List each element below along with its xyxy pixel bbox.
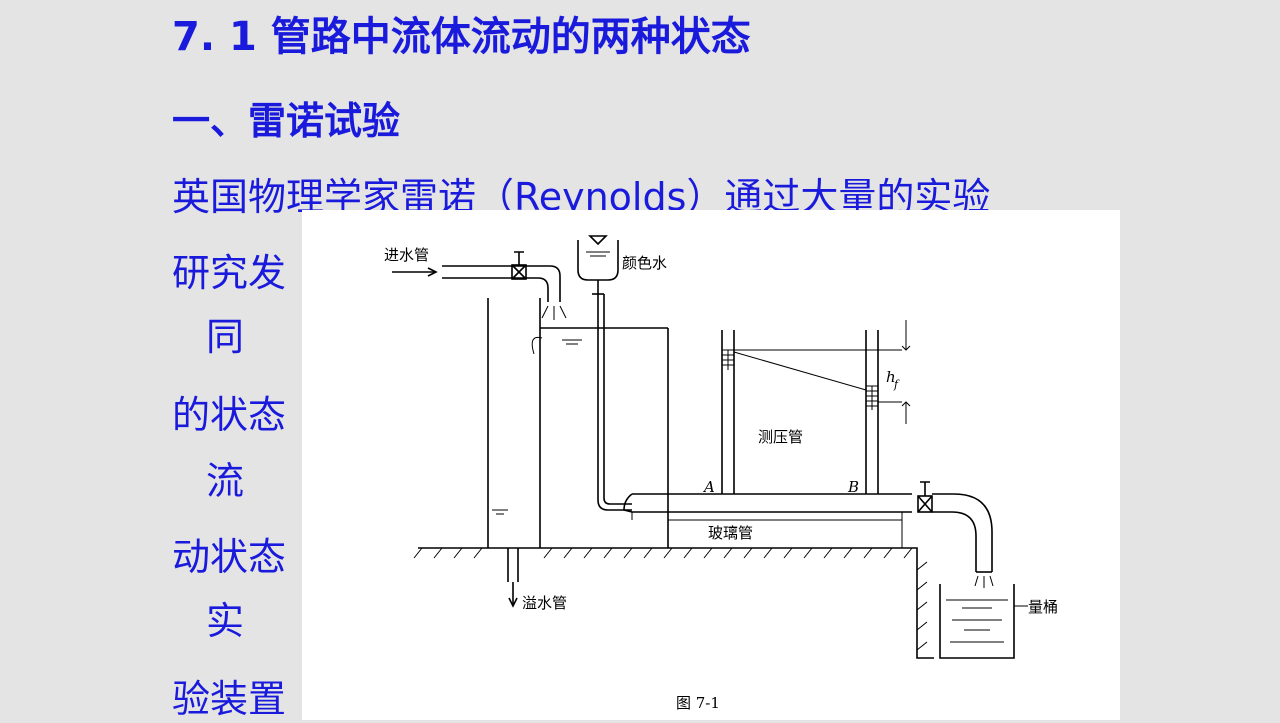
figure-caption: 图 7-1	[676, 694, 720, 712]
section-heading: 一、雷诺试验	[172, 99, 401, 143]
label-head-loss-sub: f	[893, 378, 900, 391]
label-glass-tube: 玻璃管	[708, 524, 753, 542]
body-line: 的状态	[172, 393, 287, 437]
label-inlet-pipe: 进水管	[384, 246, 429, 264]
apparatus-drawing	[392, 235, 1028, 659]
label-point-a: A	[702, 478, 715, 496]
body-line: 动状态	[172, 535, 287, 579]
label-point-b: B	[847, 478, 859, 496]
label-head-loss: h	[886, 368, 896, 386]
label-dye: 颜色水	[622, 254, 667, 272]
apparatus-diagram: 进水管 颜色水 测压管 玻璃管 溢水管 量桶 A B h f 图 7-1	[384, 235, 1058, 712]
label-piezometer: 测压管	[758, 428, 803, 446]
body-line: 实	[206, 599, 245, 643]
body-line: 同	[206, 315, 245, 359]
label-measuring-bucket: 量桶	[1028, 598, 1058, 616]
body-line: 验装置	[172, 677, 287, 721]
ground-hatch	[413, 547, 928, 651]
reynolds-apparatus-figure: 进水管 颜色水 测压管 玻璃管 溢水管 量桶 A B h f 图 7-1	[302, 210, 1120, 720]
body-line: 研究发	[172, 251, 287, 295]
body-line: 流	[206, 459, 245, 503]
slide-title: 7. 1 管路中流体流动的两种状态	[172, 14, 751, 60]
label-overflow-pipe: 溢水管	[522, 594, 567, 612]
